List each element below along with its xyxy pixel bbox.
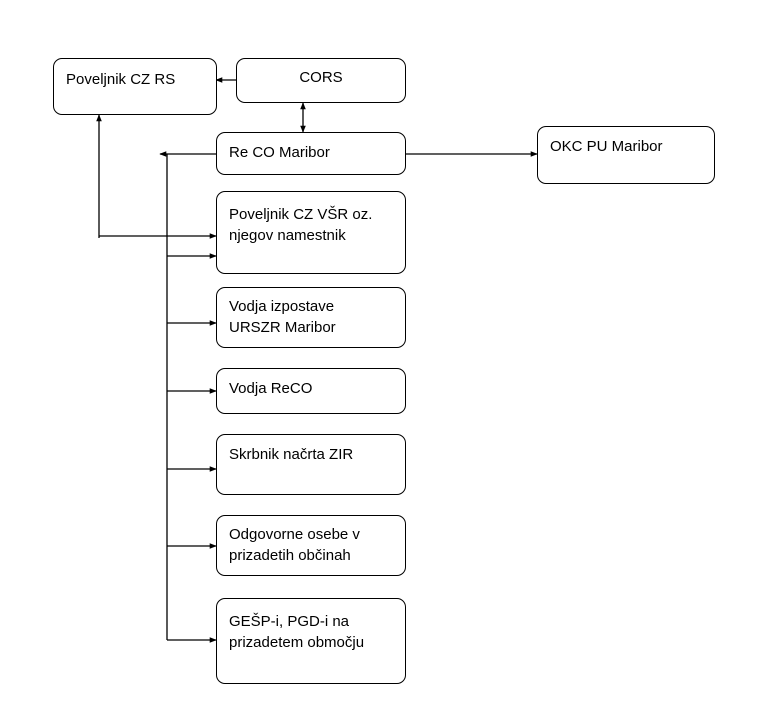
node-label: Poveljnik CZ RS <box>66 71 176 88</box>
node-okc-pu-maribor: OKC PU Maribor <box>537 126 715 184</box>
node-label: Odgovorne osebe v prizadetih občinah <box>229 526 360 564</box>
node-vodja-reco: Vodja ReCO <box>216 368 406 414</box>
node-label: GEŠP-i, PGD-i na prizadetem območju <box>229 613 365 651</box>
node-vodja-izpostave: Vodja izpostave URSZR Maribor <box>216 287 406 348</box>
node-poveljnik-cz-rs: Poveljnik CZ RS <box>53 58 217 115</box>
node-odgovorne-osebe: Odgovorne osebe v prizadetih občinah <box>216 515 406 576</box>
node-label: Vodja izpostave URSZR Maribor <box>229 298 336 336</box>
node-skrbnik-nacrta-zir: Skrbnik načrta ZIR <box>216 434 406 495</box>
node-label: Skrbnik načrta ZIR <box>229 446 354 463</box>
node-label: OKC PU Maribor <box>550 138 663 155</box>
node-label: Re CO Maribor <box>229 144 330 161</box>
node-label: Vodja ReCO <box>229 380 313 397</box>
node-label: Poveljnik CZ VŠR oz. njegov namestnik <box>229 206 373 244</box>
node-label: CORS <box>299 69 343 86</box>
node-gesp-pgd: GEŠP-i, PGD-i na prizadetem območju <box>216 598 406 684</box>
node-poveljnik-cz-vsr: Poveljnik CZ VŠR oz. njegov namestnik <box>216 191 406 274</box>
node-cors: CORS <box>236 58 406 103</box>
node-re-co-maribor: Re CO Maribor <box>216 132 406 175</box>
